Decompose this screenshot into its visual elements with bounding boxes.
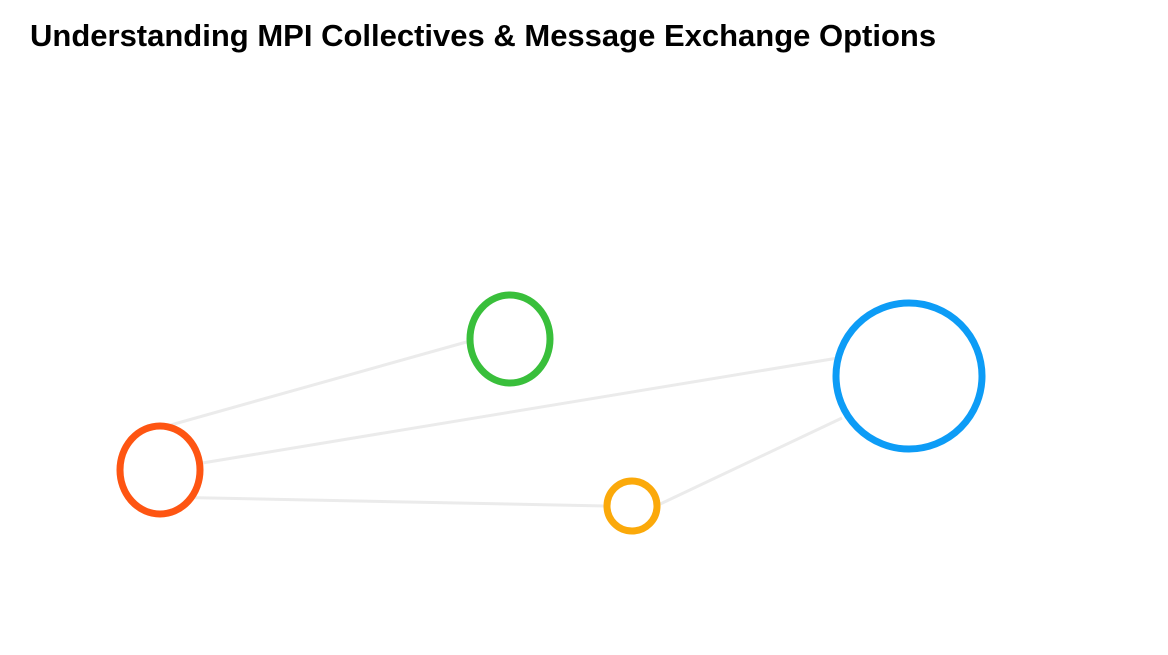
node-green [466, 291, 554, 387]
connector-orange-to-blue [159, 356, 839, 472]
node-orange-red [116, 422, 204, 518]
node-amber [603, 477, 661, 535]
connector-orange-to-amber [159, 495, 607, 508]
node-blue [832, 299, 986, 453]
connector-amber-to-blue [655, 416, 843, 508]
connector-orange-to-green [159, 339, 471, 430]
slide-title: Understanding MPI Collectives & Message … [30, 18, 937, 53]
